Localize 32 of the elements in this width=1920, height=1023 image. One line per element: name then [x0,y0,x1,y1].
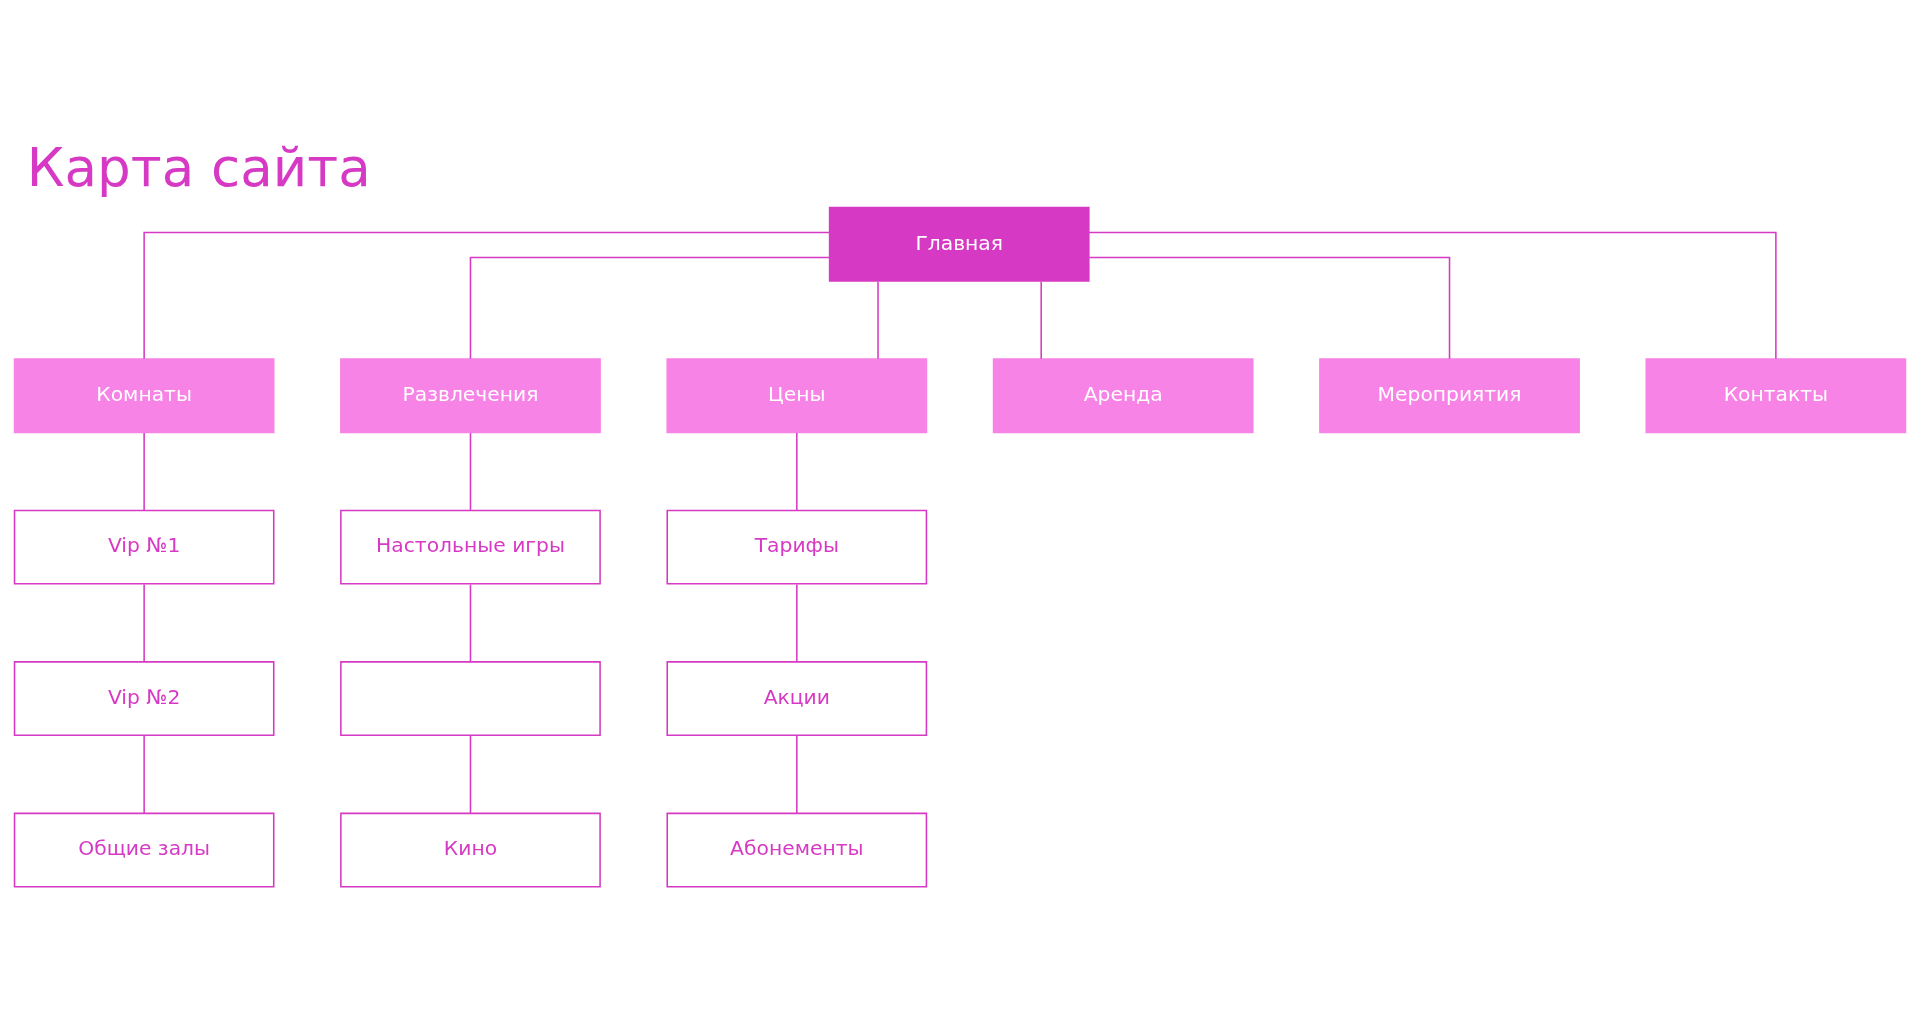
node-box: Кино [340,812,601,888]
node-box: Аренда [992,357,1254,433]
node-box: Главная [828,206,1090,282]
node-box: Развлечения [340,357,601,433]
connector [469,583,472,662]
node-box: Vip №1 [13,509,275,585]
node-box: Настольные игры [340,509,601,585]
node-box: Акции [666,660,928,736]
node-box: Vip №2 [13,660,275,736]
diagram-title: Карта сайта [26,136,371,199]
connector [796,734,798,814]
connector [143,734,145,814]
connector [469,431,472,511]
node-box: Общие залы [13,812,275,888]
node-box: Контакты [1645,357,1907,433]
connector [469,734,472,814]
connector [1040,280,1042,359]
node-box: Тарифы [666,509,928,585]
connector [796,431,798,511]
node-box [340,660,601,736]
connector [143,583,145,662]
node-box: Абонементы [666,812,928,888]
node-box: Цены [666,357,928,433]
connector [469,256,831,359]
connector [796,583,798,662]
node-box: Мероприятия [1319,357,1580,433]
connector [877,280,879,359]
connector [143,231,831,359]
connector [1088,231,1777,359]
connector [1088,256,1451,359]
node-box: Комнаты [13,357,275,433]
connector [143,431,145,511]
